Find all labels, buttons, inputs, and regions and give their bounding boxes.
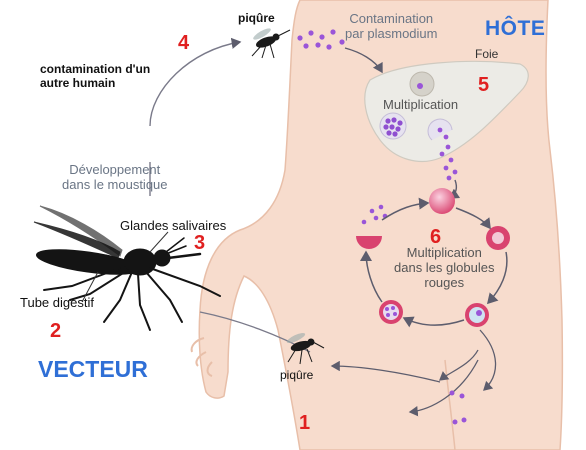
label-multiplication-liver: Multiplication [383, 98, 458, 113]
label-tube-digestif: Tube digestif [20, 296, 94, 311]
label-contamination-autre-humain: contamination d'un autre humain [40, 63, 150, 91]
label-piqure-top: piqûre [238, 12, 275, 26]
arrow-mosquito-up [150, 42, 240, 126]
step-number-3: 3 [194, 232, 205, 255]
step-number-6: 6 [430, 226, 441, 249]
label-developpement: Développement dans le moustique [62, 163, 168, 193]
label-vecteur: VECTEUR [38, 356, 148, 382]
label-contamination-plasmodium: Contamination par plasmodium [345, 12, 438, 42]
label-foie: Foie [475, 48, 498, 62]
label-piqure-bottom: piqûre [280, 369, 313, 383]
step-number-4: 4 [178, 32, 189, 55]
step-number-1: 1 [299, 412, 310, 435]
label-glandes-salivaires: Glandes salivaires [120, 219, 226, 234]
step-number-5: 5 [478, 74, 489, 97]
rbc-top [429, 188, 455, 214]
label-hote: HÔTE [485, 17, 545, 41]
step-number-2: 2 [50, 320, 61, 343]
label-multiplication-globules: Multiplication dans les globules rouges [394, 246, 494, 291]
mosquito-top-icon [252, 26, 290, 58]
